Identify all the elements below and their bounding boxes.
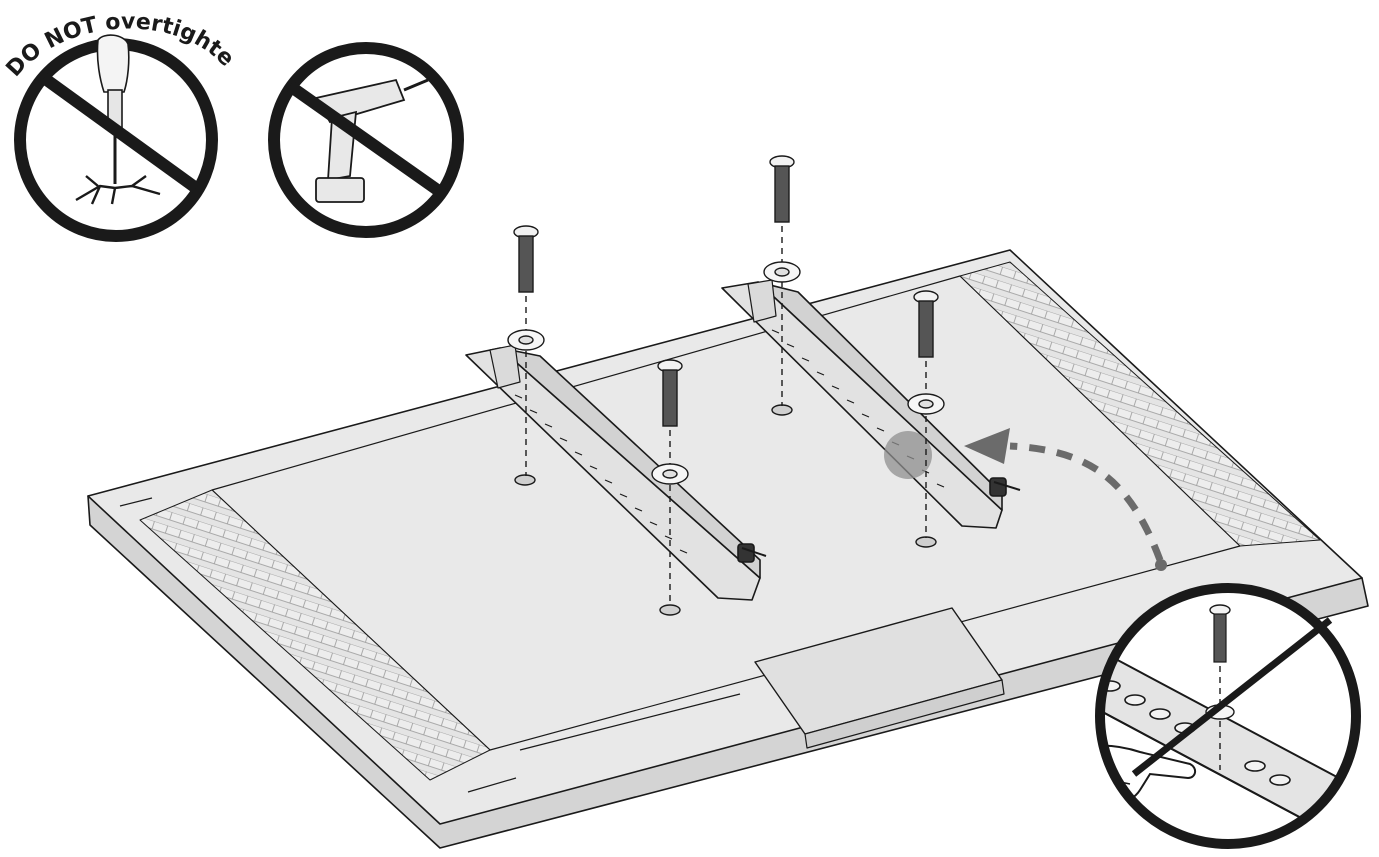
screw [657, 359, 683, 606]
screw [513, 225, 539, 476]
stand-neck-side [804, 679, 1005, 749]
right-vent-area [959, 261, 1321, 547]
washer [907, 393, 945, 415]
no-screwdriver-overtighten-icon: DO NOT overtighten [0, 0, 239, 242]
right-mounting-bracket [721, 279, 1021, 529]
mounting-holes [514, 404, 937, 616]
screw [769, 155, 795, 406]
mounting-hole [771, 404, 793, 416]
screw [913, 290, 939, 538]
bracket-lock-knob [737, 543, 767, 563]
no-wrong-hole-detail-icon [1095, 583, 1361, 849]
mounting-hole [659, 604, 681, 616]
left-vent-area [139, 489, 491, 781]
highlighted-hole-marker [884, 431, 932, 479]
washer [763, 261, 801, 283]
left-mounting-bracket [465, 344, 767, 601]
mounting-hole [514, 474, 536, 486]
washer [651, 463, 689, 485]
mounting-hole [915, 536, 937, 548]
washer [507, 329, 545, 351]
bracket-lock-knob [989, 477, 1021, 497]
detail-callout-arrow [964, 428, 1167, 571]
bracket-slots [514, 394, 688, 554]
screws [507, 155, 945, 606]
no-power-drill-icon [268, 42, 464, 238]
